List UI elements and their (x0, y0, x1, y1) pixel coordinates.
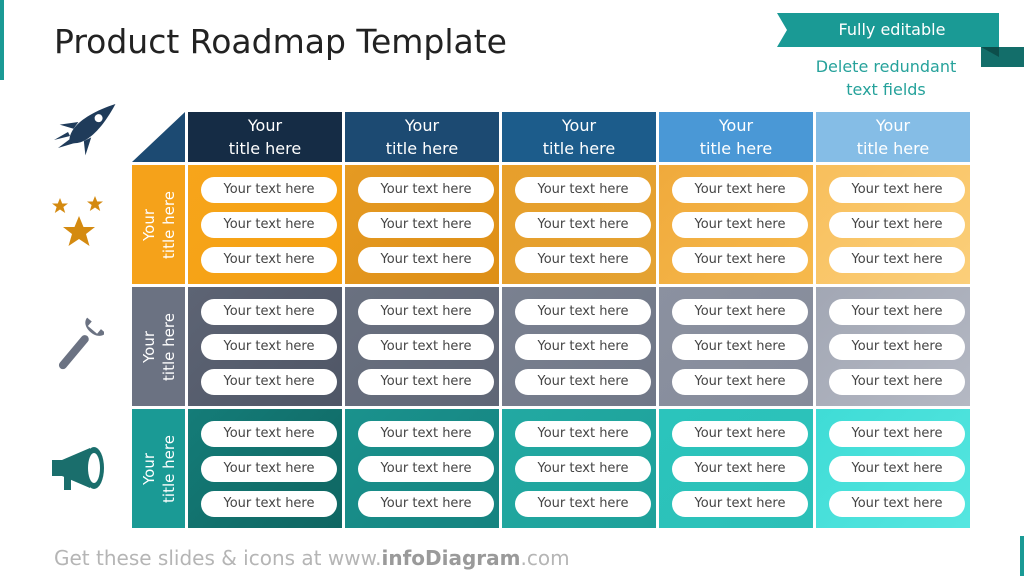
text-field-pill[interactable]: Your text here (358, 299, 494, 325)
note-line-1: Delete redundant (815, 57, 957, 76)
text-field-pill[interactable]: Your text here (201, 491, 337, 517)
text-field-pill[interactable]: Your text here (829, 212, 965, 238)
stars-icon (52, 196, 103, 246)
text-field-pill[interactable]: Your text here (201, 177, 337, 203)
banner-label: Fully editable (838, 20, 946, 39)
text-field-pill[interactable]: Your text here (829, 456, 965, 482)
note-line-2: text fields (846, 80, 926, 99)
text-field-pill[interactable]: Your text here (515, 299, 651, 325)
text-field-pill[interactable]: Your text here (829, 177, 965, 203)
text-field-pill[interactable]: Your text here (201, 299, 337, 325)
text-field-pill[interactable]: Your text here (515, 421, 651, 447)
text-field-pill[interactable]: Your text here (358, 247, 494, 273)
text-field-pill[interactable]: Your text here (672, 177, 808, 203)
text-field-pill[interactable]: Your text here (358, 491, 494, 517)
rocket-icon (54, 104, 116, 156)
text-field-pill[interactable]: Your text here (515, 491, 651, 517)
text-field-pill[interactable]: Your text here (672, 212, 808, 238)
text-field-pill[interactable]: Your text here (829, 369, 965, 395)
instruction-note: Delete redundant text fields (800, 55, 972, 101)
text-field-pill[interactable]: Your text here (201, 421, 337, 447)
grid-corner (132, 112, 185, 162)
megaphone-icon (52, 447, 104, 490)
text-field-pill[interactable]: Your text here (672, 334, 808, 360)
left-accent-bar (0, 0, 4, 80)
text-field-pill[interactable]: Your text here (672, 456, 808, 482)
text-field-pill[interactable]: Your text here (201, 212, 337, 238)
wrench-icon (58, 317, 104, 370)
text-field-pill[interactable]: Your text here (829, 299, 965, 325)
text-field-pill[interactable]: Your text here (829, 491, 965, 517)
text-field-pill[interactable]: Your text here (358, 369, 494, 395)
text-field-pill[interactable]: Your text here (515, 369, 651, 395)
text-field-pill[interactable]: Your text here (829, 421, 965, 447)
right-accent-bar (1020, 536, 1024, 576)
page-title: Product Roadmap Template (54, 22, 507, 61)
text-field-pill[interactable]: Your text here (358, 456, 494, 482)
text-field-pill[interactable]: Your text here (515, 212, 651, 238)
text-field-pill[interactable]: Your text here (515, 334, 651, 360)
fully-editable-banner: Fully editable (777, 13, 1024, 67)
text-field-pill[interactable]: Your text here (829, 334, 965, 360)
text-field-pill[interactable]: Your text here (358, 421, 494, 447)
text-field-pill[interactable]: Your text here (201, 247, 337, 273)
text-field-pill[interactable]: Your text here (672, 491, 808, 517)
text-field-pill[interactable]: Your text here (201, 334, 337, 360)
footer-credit: Get these slides & icons at www.infoDiag… (54, 546, 570, 570)
text-field-pill[interactable]: Your text here (358, 334, 494, 360)
text-field-pill[interactable]: Your text here (201, 369, 337, 395)
text-field-pill[interactable]: Your text here (515, 247, 651, 273)
text-field-pill[interactable]: Your text here (672, 247, 808, 273)
text-field-pill[interactable]: Your text here (672, 299, 808, 325)
text-field-pill[interactable]: Your text here (358, 177, 494, 203)
text-field-pill[interactable]: Your text here (829, 247, 965, 273)
text-field-pill[interactable]: Your text here (672, 369, 808, 395)
text-field-pill[interactable]: Your text here (515, 456, 651, 482)
text-field-pill[interactable]: Your text here (201, 456, 337, 482)
text-field-pill[interactable]: Your text here (672, 421, 808, 447)
text-field-pill[interactable]: Your text here (515, 177, 651, 203)
text-field-pill[interactable]: Your text here (358, 212, 494, 238)
